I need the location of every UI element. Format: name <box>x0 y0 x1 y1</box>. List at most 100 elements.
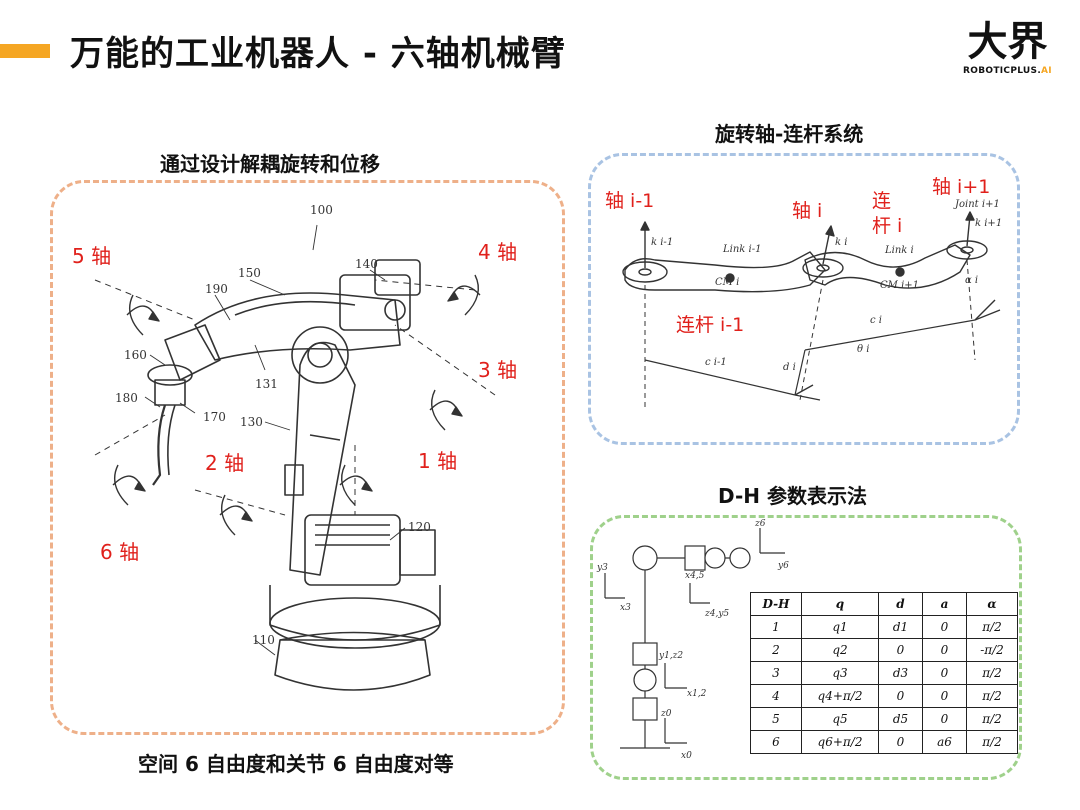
lower-arm-shape <box>289 341 356 576</box>
dh-cell: π/2 <box>966 707 1018 731</box>
frame-label-x0: x0 <box>681 751 692 761</box>
dh-cell: q4+π/2 <box>801 684 879 708</box>
cm-prev-text: CM i <box>715 277 739 288</box>
dh-panel <box>590 515 1022 780</box>
dh-cell: π/2 <box>966 661 1018 685</box>
k-next-text: k i+1 <box>975 218 1002 229</box>
frame-label-z0: z0 <box>660 709 672 719</box>
dh-header-cell: a <box>922 592 967 616</box>
part-number-150: 150 <box>238 266 261 280</box>
part-number-160: 160 <box>124 348 147 362</box>
dh-cell: d3 <box>878 661 923 685</box>
dh-cell: 0 <box>922 615 967 639</box>
axis-label-2: 2 轴 <box>205 451 245 475</box>
dh-cell: 0 <box>922 661 967 685</box>
link-i-label-bottom: 杆 i <box>872 215 903 237</box>
link-system-title: 旋转轴-连杆系统 <box>715 122 864 146</box>
dh-cell: q2 <box>801 638 879 662</box>
logo-subtitle-ai: AI <box>1041 66 1052 76</box>
dh-cell: 1 <box>750 615 802 639</box>
link-prev-label: 连杆 i-1 <box>676 314 745 336</box>
c-prev-text: c i-1 <box>705 357 727 368</box>
brand-logo: 大界 ROBOTICPLUS.AI <box>950 20 1065 76</box>
dh-cell: 0 <box>878 684 923 708</box>
dh-cell: 5 <box>750 707 802 731</box>
k-i-text: k i <box>835 237 847 248</box>
axis-label-1: 1 轴 <box>418 449 458 473</box>
axis-prev-label: 轴 i-1 <box>605 190 655 212</box>
dh-title: D-H 参数表示法 <box>718 484 867 508</box>
link-i-shape <box>804 244 971 289</box>
part-number-170: 170 <box>203 410 226 424</box>
logo-text: 大界 <box>967 19 1048 65</box>
dh-cell: q5 <box>801 707 879 731</box>
axis-i-label: 轴 i <box>792 200 823 222</box>
left-panel-caption: 空间 6 自由度和关节 6 自由度对等 <box>138 752 454 776</box>
dh-table-header: D-H q d a α <box>750 592 1018 616</box>
dh-cell: π/2 <box>966 684 1018 708</box>
part-number-100: 100 <box>310 203 333 217</box>
dh-header-cell: D-H <box>750 592 802 616</box>
link-system-drawing: Link i-1 Link i Joint i+1 k i-1 k i k i+… <box>622 199 1002 410</box>
dh-cell: -π/2 <box>966 638 1018 662</box>
dh-cell: 2 <box>750 638 802 662</box>
table-row: 1 q1 d1 0 π/2 <box>750 615 1018 639</box>
logo-subtitle-main: ROBOTICPLUS. <box>963 66 1042 76</box>
table-row: 3 q3 d3 0 π/2 <box>750 661 1018 685</box>
k-prev-text: k i-1 <box>651 237 673 248</box>
dh-cell: d5 <box>878 707 923 731</box>
part-number-180: 180 <box>115 391 138 405</box>
dh-cell: q6+π/2 <box>801 730 879 754</box>
dh-cell: 0 <box>922 638 967 662</box>
axis-label-4: 4 轴 <box>478 240 518 264</box>
link-prev-text: Link i-1 <box>722 244 761 255</box>
part-number-130: 130 <box>240 415 263 429</box>
part-number-110: 110 <box>252 633 275 647</box>
dh-table: D-H q d a α 1 q1 d1 0 π/2 2 q2 0 0 -π/2 … <box>750 592 1018 754</box>
table-row: 2 q2 0 0 -π/2 <box>750 638 1018 662</box>
dh-cell: 3 <box>750 661 802 685</box>
cm-next-text: CM i+1 <box>880 280 919 291</box>
table-row: 4 q4+π/2 0 0 π/2 <box>750 684 1018 708</box>
dh-cell: a6 <box>922 730 967 754</box>
dh-cell: 0 <box>922 707 967 731</box>
dh-frame-drawing: z6 y6 y3 x3 x4,5 z4,y5 y1,z2 x1,2 z0 x0 <box>596 519 789 761</box>
dh-cell: q3 <box>801 661 879 685</box>
theta-i-text: θ i <box>857 344 869 355</box>
welding-torch-shape <box>152 404 167 486</box>
link-i-label-top: 连 <box>872 190 892 212</box>
axis-label-3: 3 轴 <box>478 358 518 382</box>
part-number-131: 131 <box>255 377 278 391</box>
frame-label-x3: x3 <box>620 603 631 613</box>
frame-label-y6: y6 <box>777 561 789 571</box>
left-panel-title: 通过设计解耦旋转和位移 <box>160 152 380 176</box>
dh-cell: π/2 <box>966 615 1018 639</box>
dh-header-cell: d <box>878 592 923 616</box>
part-number-190: 190 <box>205 282 228 296</box>
axis-label-6: 6 轴 <box>100 540 140 564</box>
d-i-text: d i <box>783 362 796 373</box>
logo-subtitle: ROBOTICPLUS.AI <box>950 66 1065 76</box>
part-number-120: 120 <box>408 520 431 534</box>
dh-header-cell: q <box>801 592 879 616</box>
dh-cell: d1 <box>878 615 923 639</box>
table-row: 6 q6+π/2 0 a6 π/2 <box>750 730 1018 754</box>
title-accent-bar <box>0 44 50 58</box>
part-number-140: 140 <box>355 257 378 271</box>
robot-base-shape <box>274 639 431 691</box>
dh-cell: 4 <box>750 684 802 708</box>
dh-cell: q1 <box>801 615 879 639</box>
frame-label-x45: x4,5 <box>685 571 705 581</box>
link-prev-shape <box>624 251 826 293</box>
link-i-text: Link i <box>884 245 914 256</box>
joint-next-text: Joint i+1 <box>953 199 1000 210</box>
alpha-i-text: α i <box>965 275 978 286</box>
axis-next-label: 轴 i+1 <box>932 176 991 198</box>
dh-cell: 0 <box>878 638 923 662</box>
c-i-text: c i <box>870 315 882 326</box>
dh-header-cell: α <box>966 592 1018 616</box>
link-system-panel <box>588 153 1020 445</box>
axis-label-5: 5 轴 <box>72 244 112 268</box>
dh-cell: 0 <box>922 684 967 708</box>
frame-label-y3: y3 <box>596 563 608 573</box>
